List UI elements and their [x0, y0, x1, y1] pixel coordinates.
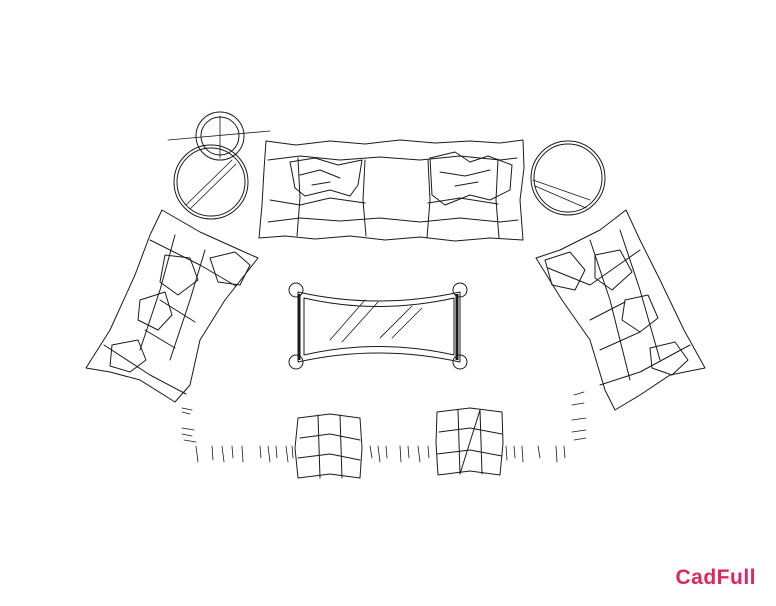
side-tables: [167, 111, 606, 220]
side-table-right: [530, 140, 606, 216]
watermark-logo: CadFull: [675, 566, 756, 589]
lamp-left: [195, 111, 245, 161]
ottomans: [294, 407, 504, 479]
left-armchair: [85, 209, 259, 403]
side-table-left: [173, 144, 249, 220]
three-seat-sofa: [258, 139, 525, 242]
right-armchair: [535, 209, 706, 411]
rug: [181, 391, 587, 463]
coffee-table: [288, 282, 468, 370]
